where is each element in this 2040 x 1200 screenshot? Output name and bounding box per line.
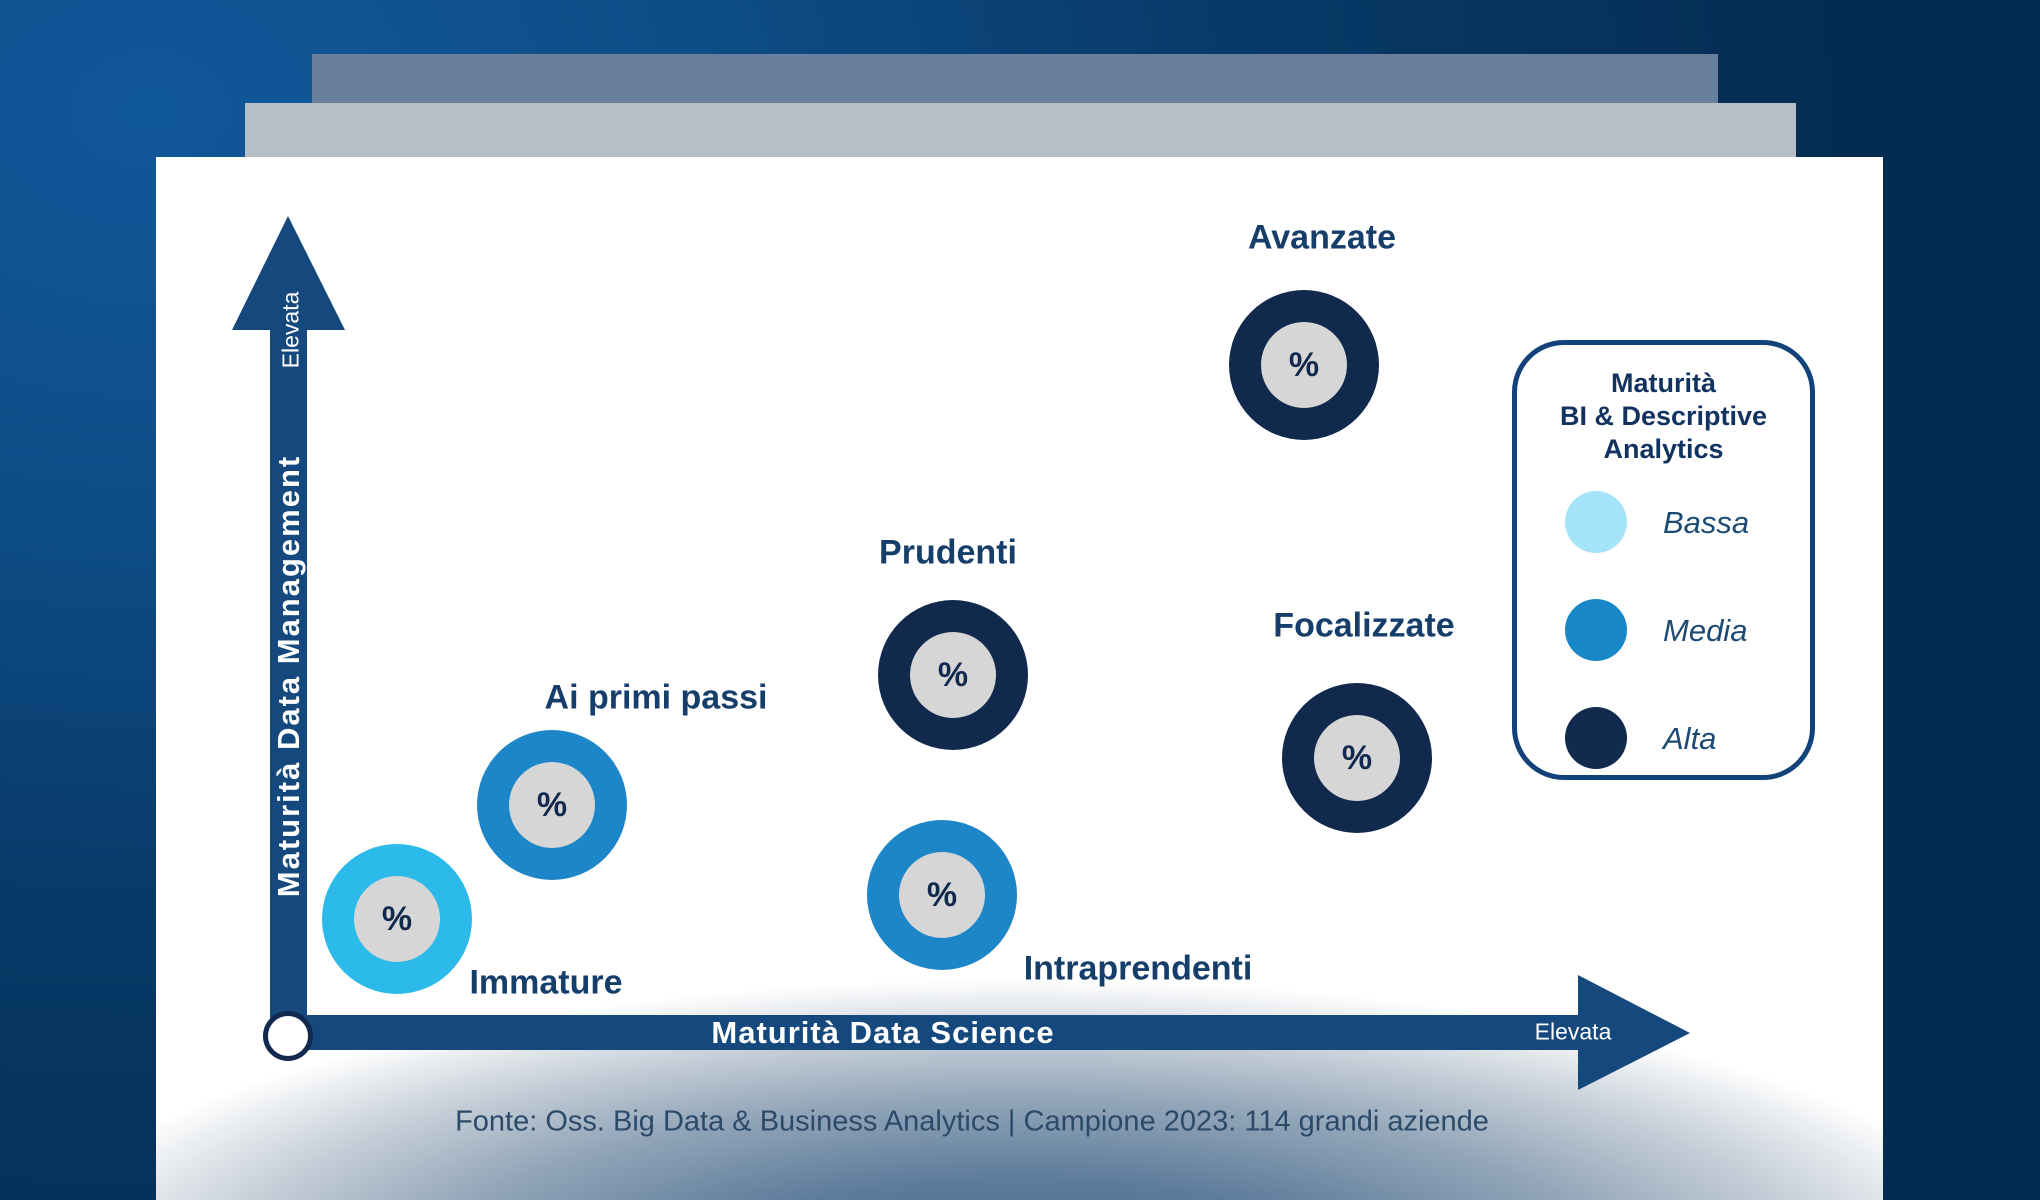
- deco-bar-dark: [312, 54, 1718, 107]
- bubble-prudenti-inner: %: [910, 632, 996, 718]
- legend-label-media: Media: [1663, 613, 1748, 648]
- legend-box: Maturità BI & Descriptive Analytics Bass…: [1512, 340, 1815, 780]
- bubble-intraprendenti: %: [867, 820, 1017, 970]
- bubble-focalizzate-value: %: [1341, 738, 1373, 777]
- y-axis-title: Maturità Data Management: [271, 454, 306, 898]
- bubble-prudenti-value: %: [937, 655, 969, 694]
- bubble-prudenti-label: Prudenti: [879, 533, 1017, 572]
- legend-dot-alta: [1565, 707, 1627, 769]
- bubble-intraprendenti-inner: %: [899, 852, 985, 938]
- bubble-intraprendenti-value: %: [926, 875, 958, 914]
- bubble-focalizzate-inner: %: [1314, 715, 1400, 801]
- legend-title-line3: Analytics: [1603, 434, 1724, 464]
- bubble-avanzate-label: Avanzate: [1247, 218, 1397, 257]
- bubble-immature: %: [322, 844, 472, 994]
- bubble-avanzate-value: %: [1288, 345, 1320, 384]
- legend-title-line2: BI & Descriptive: [1559, 401, 1768, 431]
- bubble-immature-value: %: [381, 899, 413, 938]
- bubble-focalizzate-label: Focalizzate: [1273, 606, 1455, 645]
- x-axis-arrow-icon: [1578, 975, 1690, 1090]
- axis-origin-dot: [263, 1011, 313, 1061]
- bubble-avanzate: %: [1229, 290, 1379, 440]
- y-axis-bar: [270, 322, 307, 1050]
- bubble-ai-primi-passi-label: Ai primi passi: [544, 678, 768, 717]
- y-axis-end-label: Elevata: [277, 291, 304, 369]
- legend-title-line1: Maturità: [1610, 368, 1716, 398]
- bubble-intraprendenti-label: Intraprendenti: [1023, 949, 1253, 988]
- legend-dot-bassa: [1565, 491, 1627, 553]
- bubble-ai-primi-passi: %: [477, 730, 627, 880]
- x-axis-bar: [270, 1015, 1578, 1050]
- legend-dot-media: [1565, 599, 1627, 661]
- bubble-ai-primi-passi-inner: %: [509, 762, 595, 848]
- x-axis-title: Maturità Data Science: [711, 1015, 1055, 1050]
- bubble-ai-primi-passi-value: %: [536, 785, 568, 824]
- x-axis-end-label: Elevata: [1534, 1018, 1612, 1045]
- source-note: Fonte: Oss. Big Data & Business Analytic…: [455, 1105, 1489, 1138]
- bubble-avanzate-inner: %: [1261, 322, 1347, 408]
- bubble-immature-inner: %: [354, 876, 440, 962]
- bubble-prudenti: %: [878, 600, 1028, 750]
- bubble-focalizzate: %: [1282, 683, 1432, 833]
- bubble-immature-label: Immature: [469, 963, 623, 1002]
- legend-title: Maturità BI & Descriptive Analytics: [1517, 367, 1810, 466]
- legend-label-alta: Alta: [1663, 721, 1717, 756]
- deco-bar-light: [245, 103, 1796, 158]
- legend-label-bassa: Bassa: [1663, 505, 1750, 540]
- y-axis-arrow-icon: [232, 216, 345, 330]
